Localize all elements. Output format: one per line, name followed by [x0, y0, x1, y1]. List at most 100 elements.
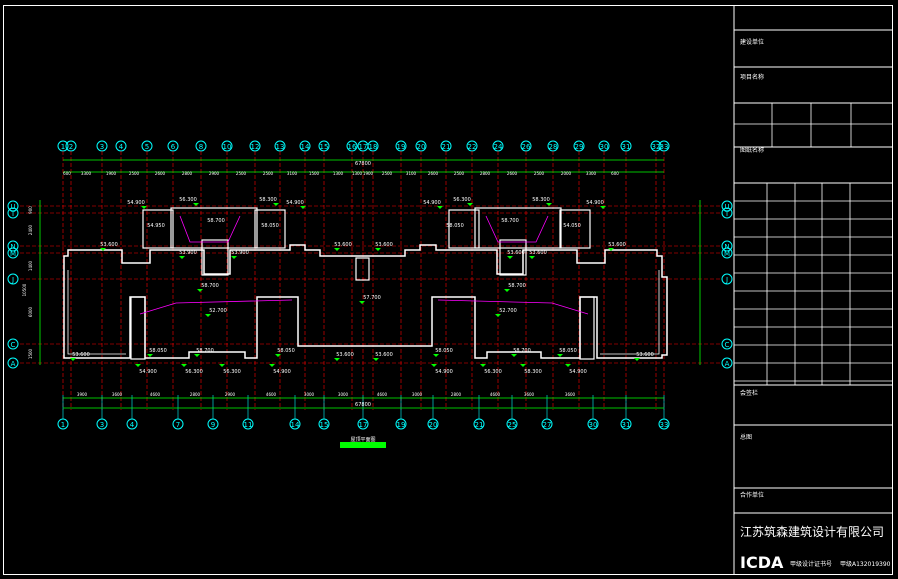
dim-text-top: 1300 [333, 171, 344, 176]
axis-bubble-bottom-text: 4 [130, 421, 135, 429]
elevation-bottom: 53.600 [336, 352, 354, 358]
core-right [499, 239, 527, 276]
elevation-bottom: 53.600 [72, 352, 90, 358]
elevation-marker [275, 354, 281, 357]
elevation-roof-top: 58.300 [532, 197, 550, 203]
elevation-roof-mid: 58.700 [207, 218, 225, 224]
elevation-bottom-low: 54.900 [273, 369, 291, 375]
stair-block-left [142, 209, 174, 249]
axis-bubble-right-text: N [724, 243, 729, 251]
elevation-roof-mid: 54.050 [563, 223, 581, 229]
axis-bubble-top-text: 19 [397, 143, 406, 151]
elevation-marker [219, 364, 225, 367]
axis-bubble-right-text: A [725, 360, 730, 368]
dim-text-bottom: 3000 [338, 392, 349, 397]
elevation-bottom-low: 54.900 [435, 369, 453, 375]
drawing-title: 屋顶平面图 [350, 437, 375, 443]
building-outline [63, 244, 668, 359]
elevation-marker [334, 248, 340, 251]
dim-text-top: 1300 [352, 171, 363, 176]
titleblock-label: 项目名称 [740, 73, 764, 81]
elevation-center: 58.700 [508, 283, 526, 289]
dim-text-top: 3100 [287, 171, 298, 176]
axis-bubble-bottom-text: 31 [622, 421, 631, 429]
ridge-line-left [139, 299, 293, 315]
dim-text-top: 600 [611, 171, 619, 176]
stair-block-right [448, 209, 480, 249]
elevation-marker [467, 203, 473, 206]
elevation-marker [546, 203, 552, 206]
elevation-marker [193, 203, 199, 206]
axis-bubble-right [721, 338, 733, 350]
overall-dim-bottom: 67800 [355, 402, 371, 408]
elevation-marker [495, 314, 501, 317]
axis-bubble-left [7, 247, 19, 259]
axis-bubble-top-text: 4 [119, 143, 124, 151]
axis-bubble-top-text: 15 [320, 143, 329, 151]
axis-bubble-top-text: 12 [251, 143, 260, 151]
elevation-marker [359, 301, 365, 304]
ridge-line-right [437, 299, 589, 315]
elevation-marker [600, 206, 606, 209]
axis-bubble-top-text: 5 [145, 143, 149, 151]
elevation-roof-top: 54.900 [423, 200, 441, 206]
axis-bubble-left [7, 357, 19, 369]
inner-wall [67, 270, 126, 355]
axis-bubble-left-text: M [10, 250, 16, 258]
elevation-roof-main: 53.600 [100, 242, 118, 248]
dim-text-bottom: 3900 [77, 392, 88, 397]
axis-bubble-left [7, 273, 19, 285]
titleblock-label: 图纸名称 [740, 146, 764, 154]
elevation-roof-top: 54.900 [586, 200, 604, 206]
dim-text-bottom: 3600 [112, 392, 123, 397]
overall-dim-top: 67800 [355, 161, 371, 167]
elevation-marker [181, 364, 187, 367]
axis-bubble-right [721, 207, 733, 219]
dim-text-top: 1900 [106, 171, 117, 176]
dim-text-top: 1500 [309, 171, 320, 176]
dim-text-top: 2500 [382, 171, 393, 176]
axis-bubble-bottom-text: 33 [660, 421, 669, 429]
axis-bubble-top-text: 18 [369, 143, 378, 151]
axis-bubble-top-text: 33 [660, 143, 669, 151]
axis-bubble-top-text: 10 [223, 143, 232, 151]
dim-text-left: 1400 [28, 260, 33, 271]
dim-text-left: 900 [28, 206, 33, 214]
axis-bubble-left-text: A [11, 360, 16, 368]
titleblock-label: 建设单位 [740, 38, 764, 46]
elevation-marker [431, 364, 437, 367]
axis-bubble-top-text: 1 [61, 143, 65, 151]
dim-text-bottom: 3000 [412, 392, 423, 397]
elevation-center: 57.700 [363, 295, 381, 301]
axis-bubble-bottom-text: 14 [291, 421, 300, 429]
bay-right-wall [579, 296, 595, 360]
axis-bubble-right-text: U [724, 203, 729, 211]
axis-bubble-bottom-text: 21 [475, 421, 484, 429]
elevation-marker [205, 314, 211, 317]
dim-text-top: 3100 [406, 171, 417, 176]
elevation-marker [529, 256, 535, 259]
elevation-marker [141, 206, 147, 209]
elevation-center: 52.700 [209, 308, 227, 314]
elevation-roof-mid: 58.050 [261, 223, 279, 229]
core-left [201, 239, 229, 276]
dim-text-bottom: 2800 [451, 392, 462, 397]
elevation-marker [511, 354, 517, 357]
elevation-marker [147, 354, 153, 357]
company-name: 江苏筑森建筑设计有限公司 [740, 524, 884, 539]
elevation-roof-main: 53.600 [334, 242, 352, 248]
elevation-roof-mid: 54.950 [147, 223, 165, 229]
dim-text-bottom: 2900 [225, 392, 236, 397]
elevation-bottom: 58.050 [559, 348, 577, 354]
stair-block-left-2 [254, 209, 286, 249]
elevation-marker [565, 364, 571, 367]
elevation-bottom: 58.050 [277, 348, 295, 354]
axis-bubble-left [7, 200, 19, 212]
elevation-bottom-low: 56.300 [185, 369, 203, 375]
dim-text-top: 2500 [454, 171, 465, 176]
dim-text-top: 2600 [428, 171, 439, 176]
dim-text-left: 6000 [28, 306, 33, 317]
elevation-bottom-low: 56.300 [484, 369, 502, 375]
